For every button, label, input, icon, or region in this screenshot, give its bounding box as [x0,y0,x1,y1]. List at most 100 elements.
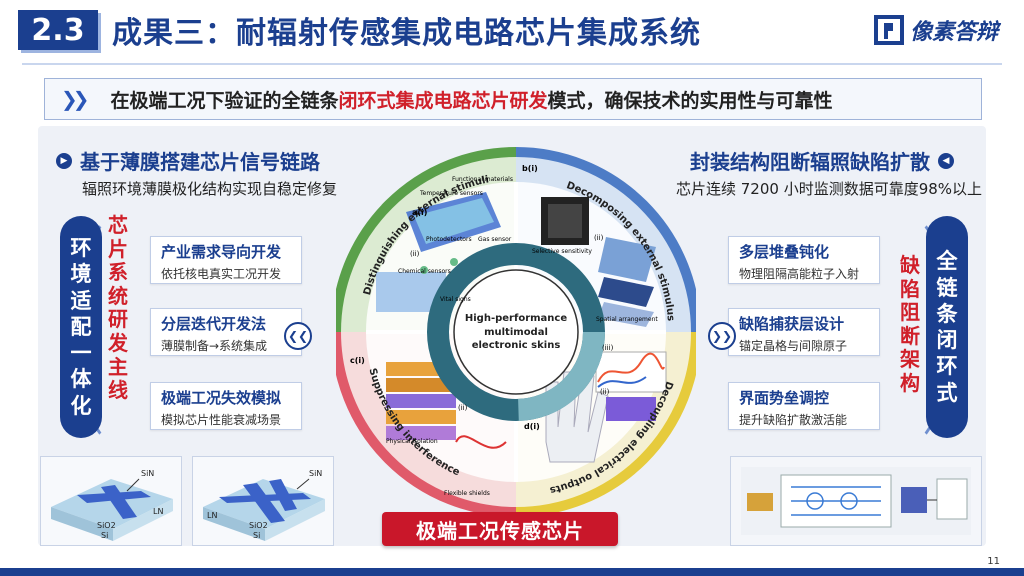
footer-bar [0,568,1024,576]
label-a1: a(i) [412,208,428,217]
left-pill-char-6: 化 [70,393,92,418]
card-desc: 模拟芯片性能衰减场景 [161,413,282,427]
label-physical: Physical isolation [386,438,438,445]
left-red-char-5: 发 [108,330,128,355]
left-chevron-icon: ❮❮ [284,322,312,350]
quad-label-br: Decoupling electrical outputs [549,380,675,496]
left-pill-char-4: 一 [70,341,92,366]
card-title: 分层迭代开发法 [161,315,267,333]
label-spatial: Spatial arrangement [596,316,658,323]
film2-label-si: Si [253,531,261,540]
card-title: 缺陷捕获层设计 [739,315,845,333]
left-card-3: 极端工况失效模拟 模拟芯片性能衰减场景 [150,382,302,430]
center-bottom-banner: 极端工况传感芯片 [382,512,618,546]
left-red-char-6: 主 [108,354,128,379]
left-red-char-0: 芯 [108,213,128,237]
left-card-2: 分层迭代开发法 薄膜制备→系统集成 [150,308,302,356]
right-card-2: 缺陷捕获层设计 锚定晶格与间隙原子 [728,308,880,356]
svg-text:Decoupling electrical outputs: Decoupling electrical outputs [549,380,675,496]
right-vertical-pill: 全链条闭环式 [926,216,968,438]
left-pill-char-5: 体 [70,367,92,392]
right-red-char-4: 架 [900,347,920,372]
label-gas: Gas sensor [478,236,512,243]
label-functional: Functional materials [452,176,513,183]
right-red-char-2: 阻 [900,300,920,325]
summary-text: 在极端工况下验证的全链条闭环式集成电路芯片研发模式，确保技术的实用性与可靠性 [110,89,833,112]
left-pill-char-2: 适 [70,288,92,313]
card-desc: 物理阻隔高能粒子入射 [739,267,860,281]
label-temperature: Temperature sensors [420,190,483,197]
left-heading: ▶ 基于薄膜搭建芯片信号链路 [56,146,320,175]
quadrant-labels: Distinguishing external stimuli Decompos… [362,174,676,496]
core-line-1: High-performance [464,313,568,324]
summary-banner: ❯❯ 在极端工况下验证的全链条闭环式集成电路芯片研发模式，确保技术的实用性与可靠… [44,78,982,120]
page-title: 成果三：耐辐射传感集成电路芯片集成系统 [112,16,701,51]
right-heading: 封装结构阻断辐照缺陷扩散 ◀ [690,146,954,175]
play-left-arrow-icon: ◀ [938,152,954,169]
card-title: 多层堆叠钝化 [739,243,830,261]
left-pill-char-0: 环 [70,236,92,261]
right-pill-char-2: 条 [936,301,958,326]
left-pill-char-1: 境 [70,262,92,287]
left-vertical-pill: 环境适配一体化 [60,216,102,438]
label-vital: Vital signs [440,296,471,303]
film1-label-sin: SiN [141,469,155,478]
electronic-skin-figure [331,142,701,522]
right-pill-char-0: 全 [936,249,958,274]
right-heading-text: 封装结构阻断辐照缺陷扩散 [690,150,930,174]
left-card-1: 产业需求导向开发 依托核电真实工况开发 [150,236,302,284]
label-b1: b(i) [522,164,538,173]
left-red-char-4: 研 [108,307,128,332]
label-d3: (iii) [602,344,614,352]
left-red-char-1: 片 [108,236,128,261]
left-vertical-red-text: 芯片系统研发主线 [106,213,130,403]
card-desc: 提升缺陷扩散激活能 [739,413,848,427]
thin-film-image-1: SiN LN SiO2 Si [40,456,182,546]
header-divider [22,63,1002,65]
label-b2: (ii) [594,234,604,242]
left-red-char-2: 系 [108,260,128,285]
left-red-char-3: 统 [108,283,128,308]
label-d1: d(i) [524,422,540,431]
card-title: 界面势垒调控 [739,389,830,407]
card-desc: 薄膜制备→系统集成 [161,339,268,353]
quad-label-bl: Suppressing interference [367,367,462,478]
label-c2: (ii) [458,404,468,412]
section-number-badge: 2.3 [18,10,98,50]
right-pill-char-5: 式 [936,380,958,405]
left-pill-char-3: 配 [70,314,92,339]
label-d2: (ii) [600,388,610,396]
right-red-char-5: 构 [900,370,920,395]
label-photodetectors: Photodetectors [426,236,472,243]
left-red-char-7: 线 [108,378,128,403]
label-chemical: Chemical sensors [398,268,451,275]
page-number: 11 [987,556,1000,567]
label-a2: (ii) [410,250,420,258]
card-title: 产业需求导向开发 [161,243,282,261]
core-line-3: electronic skins [471,340,561,351]
card-desc: 依托核电真实工况开发 [161,267,282,281]
card-desc: 锚定晶格与间隙原子 [739,339,848,353]
film1-label-sio2: SiO2 [97,521,116,530]
right-vertical-red-text: 缺陷阻断架构 [898,253,922,396]
film1-label-si: Si [101,531,109,540]
label-flexible: Flexible shields [444,490,490,497]
core-line-2: multimodal [484,326,548,338]
thin-film-image-2: SiN LN SiO2 Si [192,456,334,546]
label-c1: c(i) [350,356,365,365]
right-pill-char-4: 环 [936,354,958,379]
play-arrow-icon: ▶ [56,152,72,169]
film1-label-ln: LN [153,507,164,516]
summary-highlight: 闭环式集成电路芯片研发 [338,89,548,112]
film2-label-sio2: SiO2 [249,521,268,530]
left-heading-text: 基于薄膜搭建芯片信号链路 [80,150,320,174]
right-red-char-3: 断 [900,323,920,348]
right-red-char-0: 缺 [900,253,920,277]
double-chevron-icon: ❯❯ [61,87,89,111]
right-caption: 芯片连续 7200 小时监测数据可靠度98%以上 [676,180,983,198]
logo-text: 像素答辩 [909,20,998,45]
svg-text:Suppressing interference: Suppressing interference [367,367,462,478]
left-caption: 辐照环境薄膜极化结构实现自稳定修复 [82,180,338,198]
brand-logo: 像素答辩 [873,14,998,46]
core-label: High-performance multimodal electronic s… [460,312,572,353]
